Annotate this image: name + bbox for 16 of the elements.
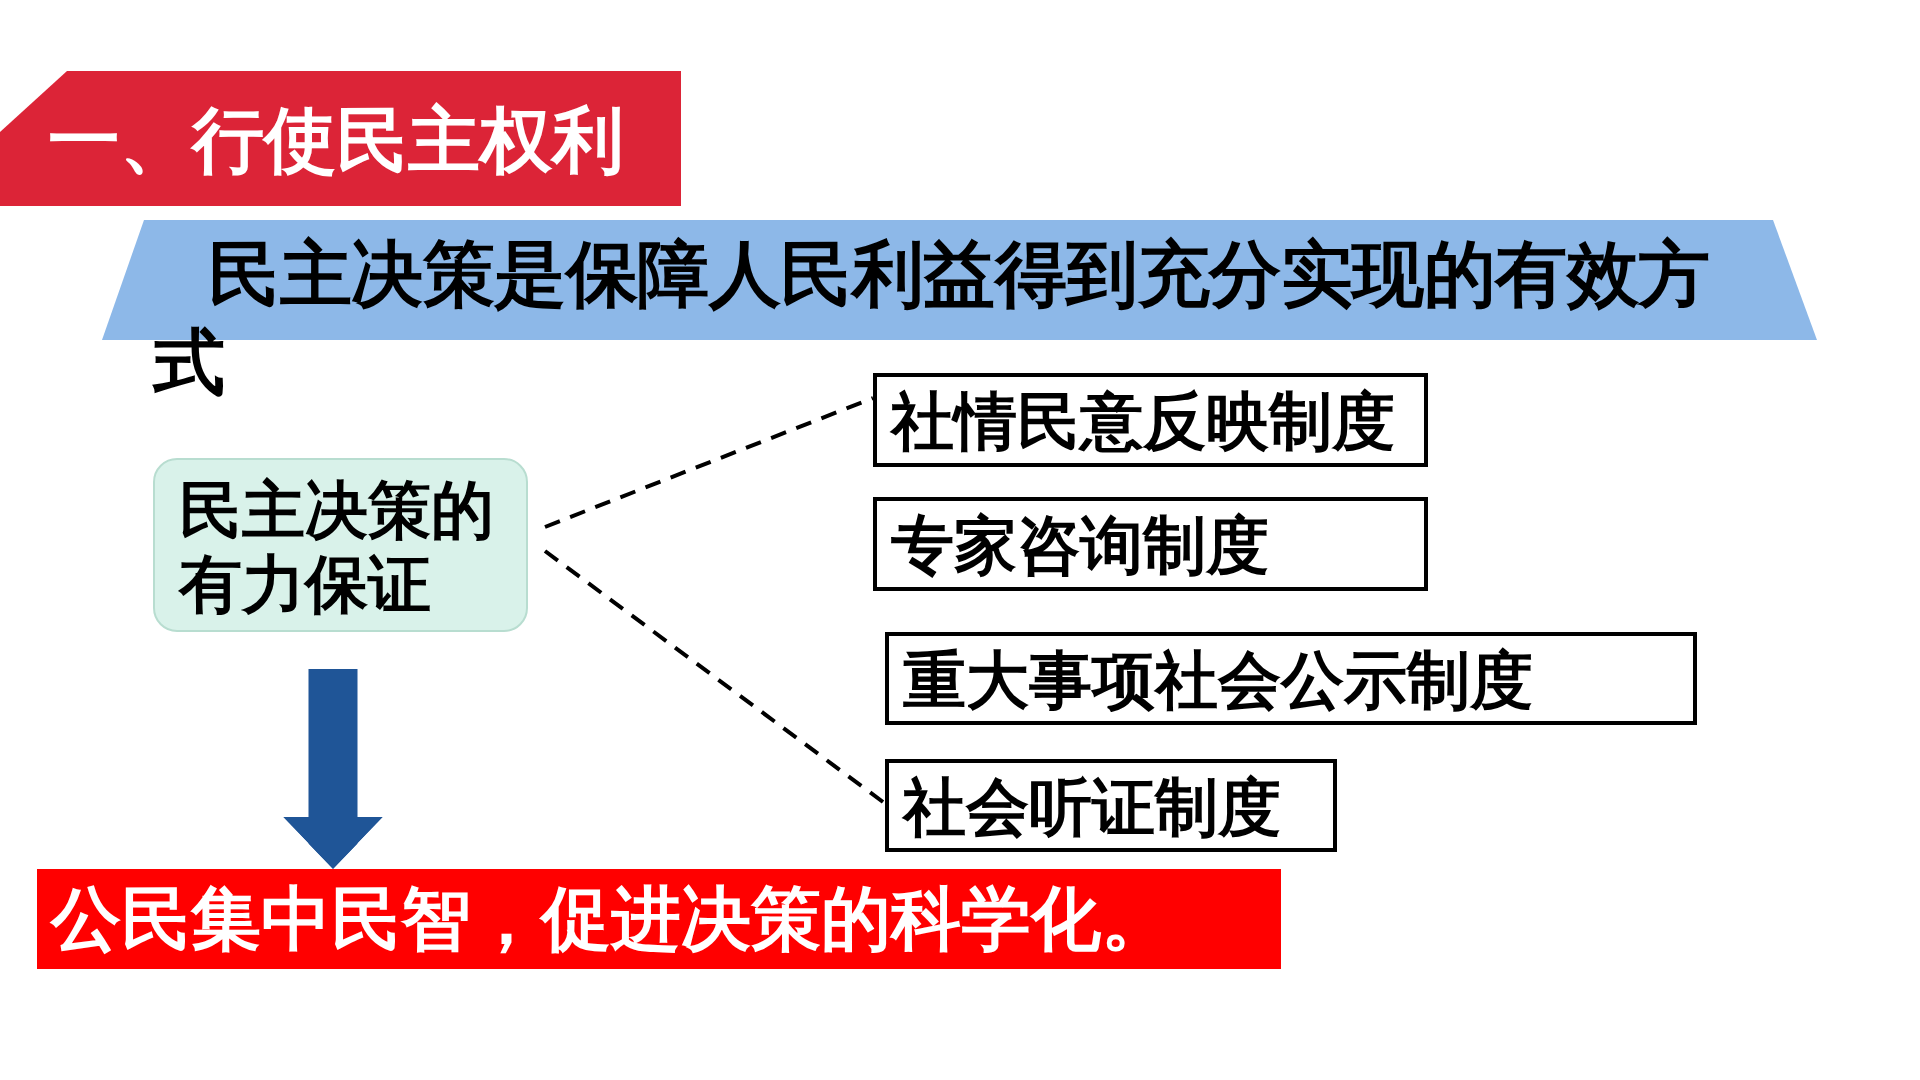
dashed-connector (544, 396, 874, 529)
system-box (885, 632, 1697, 725)
system-text: 重大事项社会公示制度 (903, 644, 1533, 718)
title-text: 一、行使民主权利 (48, 97, 624, 183)
system-text: 专家咨询制度 (891, 509, 1269, 583)
block-arrow (283, 669, 383, 869)
guarantee-text: 民主决策的有力保证 (179, 474, 495, 622)
system-box (885, 759, 1337, 852)
conclusion-bar (37, 869, 1281, 969)
system-box (873, 497, 1428, 591)
dashed-connector (543, 549, 885, 804)
title-banner (0, 71, 681, 206)
system-text: 社会听证制度 (903, 771, 1281, 845)
system-box (873, 373, 1428, 467)
guarantee-box (153, 458, 528, 632)
conclusion-text: 公民集中民智，促进决策的科学化。 (51, 879, 1171, 959)
